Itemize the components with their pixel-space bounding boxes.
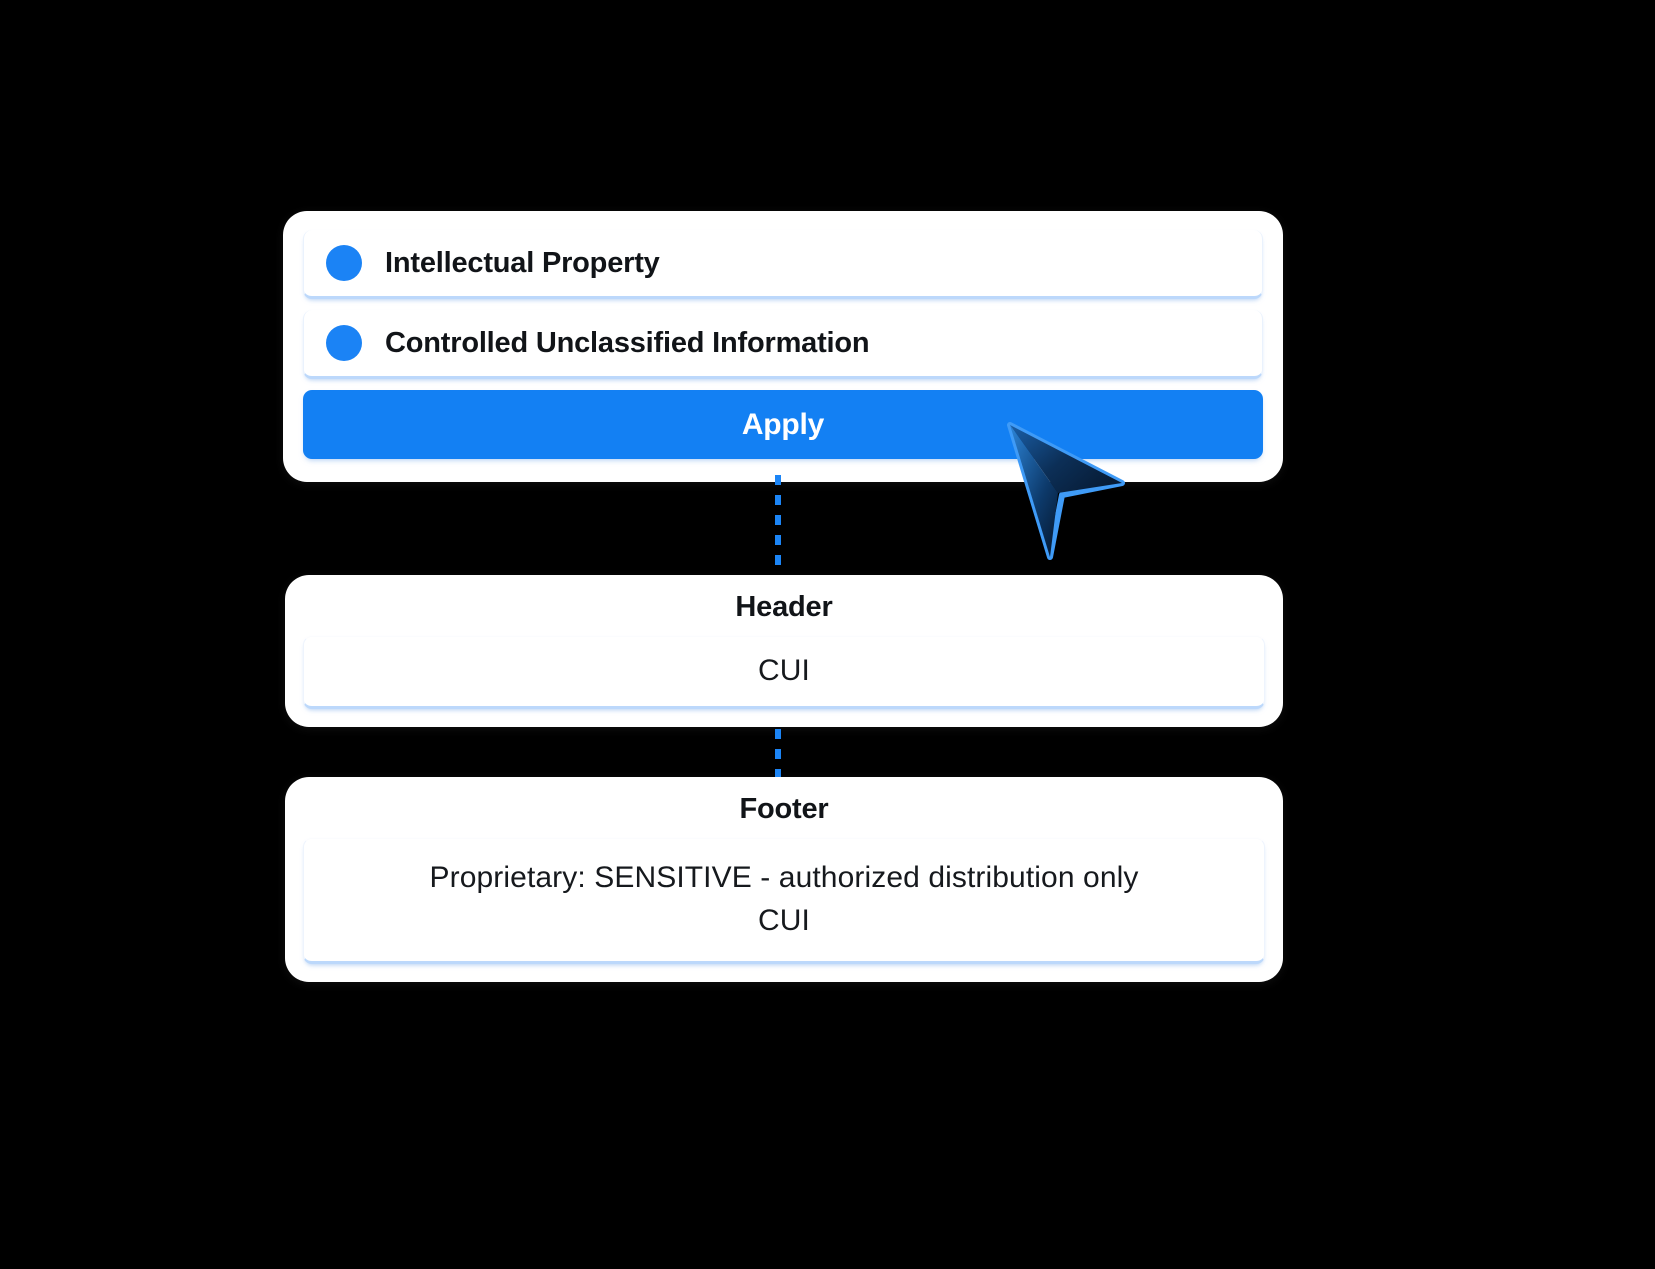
header-panel: Header CUI bbox=[285, 575, 1283, 727]
classification-selector-panel: Intellectual Property Controlled Unclass… bbox=[283, 211, 1283, 482]
apply-button[interactable]: Apply bbox=[303, 390, 1263, 459]
connector-header-to-footer bbox=[775, 729, 781, 779]
footer-value-box[interactable]: Proprietary: SENSITIVE - authorized dist… bbox=[303, 838, 1265, 964]
option-row-controlled-unclassified-information[interactable]: Controlled Unclassified Information bbox=[303, 310, 1263, 379]
option-label-controlled-unclassified-information: Controlled Unclassified Information bbox=[385, 326, 870, 359]
header-value-text: CUI bbox=[758, 654, 810, 688]
filled-circle-icon[interactable] bbox=[326, 325, 362, 361]
footer-panel-title: Footer bbox=[739, 793, 829, 825]
footer-panel: Footer Proprietary: SENSITIVE - authoriz… bbox=[285, 777, 1283, 982]
header-panel-title: Header bbox=[735, 591, 833, 623]
option-row-intellectual-property[interactable]: Intellectual Property bbox=[303, 230, 1263, 299]
connector-apply-to-header bbox=[775, 475, 781, 577]
option-label-intellectual-property: Intellectual Property bbox=[385, 246, 660, 279]
header-value-box[interactable]: CUI bbox=[303, 636, 1265, 709]
filled-circle-icon[interactable] bbox=[326, 245, 362, 281]
footer-value-text: Proprietary: SENSITIVE - authorized dist… bbox=[429, 861, 1139, 937]
